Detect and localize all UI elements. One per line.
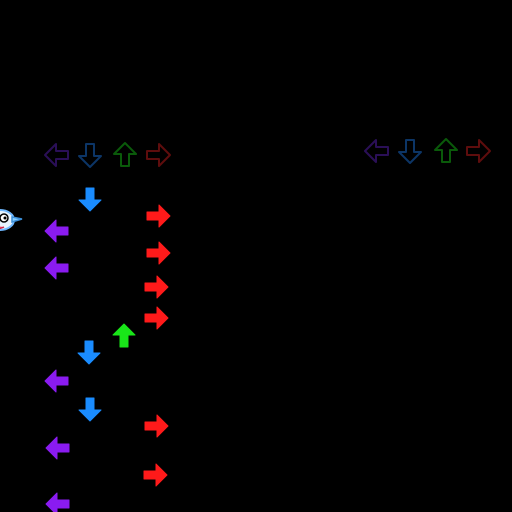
note-right-arrow-icon: [146, 204, 171, 228]
note-right-arrow-icon: [144, 275, 169, 299]
note-left-arrow-icon: [44, 219, 69, 243]
note-left-arrow-icon: [45, 492, 70, 512]
note-down-arrow-icon: [78, 187, 102, 212]
receptor-down-arrow-icon: [78, 143, 102, 168]
note-right-arrow-icon: [144, 306, 169, 330]
opponent-receptor-down-arrow-icon: [398, 139, 422, 164]
opponent-receptor-left-arrow-icon: [364, 139, 389, 163]
opponent-receptor-right-arrow-icon: [466, 139, 491, 163]
note-left-arrow-icon: [44, 256, 69, 280]
receptor-left-arrow-icon: [44, 143, 69, 167]
receptor-right-arrow-icon: [146, 143, 171, 167]
receptor-up-arrow-icon: [113, 142, 137, 167]
note-right-arrow-icon: [144, 414, 169, 438]
note-down-arrow-icon: [78, 397, 102, 422]
note-left-arrow-icon: [45, 436, 70, 460]
note-left-arrow-icon: [44, 369, 69, 393]
opponent-receptor-up-arrow-icon: [434, 138, 458, 163]
note-down-arrow-icon: [77, 340, 101, 365]
note-right-arrow-icon: [146, 241, 171, 265]
note-up-arrow-icon: [112, 323, 136, 348]
note-right-arrow-icon: [143, 463, 168, 487]
bird-character-icon: [0, 209, 23, 231]
